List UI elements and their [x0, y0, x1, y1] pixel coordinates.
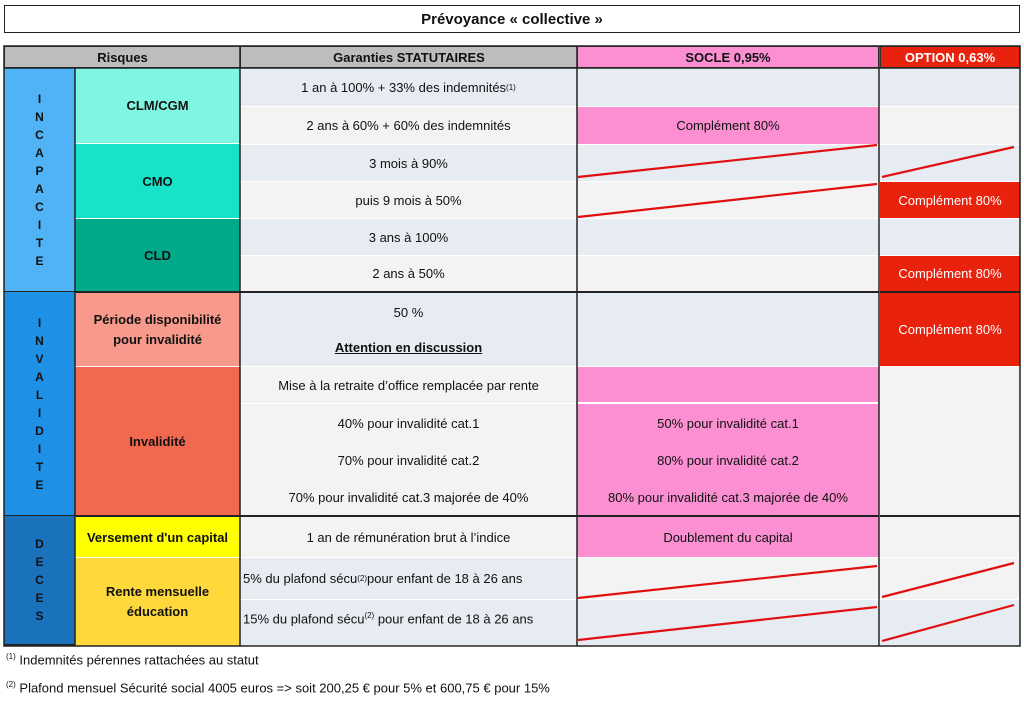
- option-clm-1: [880, 68, 1020, 107]
- risk-cmo: CMO: [75, 144, 240, 219]
- group-letter: P: [35, 163, 44, 178]
- group-letter: I: [37, 315, 42, 330]
- socle-clm-2: Complément 80%: [577, 107, 879, 145]
- socle-clm-1: [577, 68, 879, 107]
- group-letter: S: [35, 609, 44, 623]
- group-letter: C: [35, 127, 44, 142]
- group-letter: V: [35, 351, 44, 366]
- garantie-cld-2: 2 ans à 50%: [240, 256, 577, 293]
- group-letter: N: [35, 333, 44, 348]
- socle-inv-1: [577, 367, 879, 404]
- strike-option-cmo-1: [881, 145, 1015, 179]
- garantie-inv-2: 40% pour invalidité cat.1: [240, 404, 577, 442]
- risk-versement-capital: Versement d'un capital: [75, 517, 240, 558]
- group-letter: D: [35, 537, 44, 551]
- garantie-inv-3: 70% pour invalidité cat.2: [240, 442, 577, 479]
- footnote-2: (2) Plafond mensuel Sécurité social 4005…: [6, 680, 550, 696]
- garantie-cmo-1: 3 mois à 90%: [240, 145, 577, 182]
- risk-invalidite: Invalidité: [75, 367, 240, 517]
- socle-inv-3: 80% pour invalidité cat.2: [577, 442, 879, 479]
- risk-rente-education: Rente mensuelle éducation: [75, 558, 240, 646]
- group-letter: E: [35, 591, 44, 605]
- garantie-deces-1: 1 an de rémunération brut à l’indice: [240, 517, 577, 558]
- group-letter: A: [35, 145, 44, 160]
- socle-inv-2: 50% pour invalidité cat.1: [577, 404, 879, 442]
- group-letter: I: [37, 217, 42, 232]
- group-letter: D: [35, 423, 44, 438]
- strike-socle-deces-2: [577, 564, 878, 600]
- socle-inv-4: 80% pour invalidité cat.3 majorée de 40%: [577, 479, 879, 517]
- risk-cld: CLD: [75, 219, 240, 293]
- strike-option-deces-3: [881, 603, 1015, 643]
- garantie-cmo-2: puis 9 mois à 50%: [240, 182, 577, 219]
- garantie-cld-1: 3 ans à 100%: [240, 219, 577, 256]
- group-letter: I: [37, 405, 42, 420]
- group-letter: C: [35, 199, 44, 214]
- option-cld-1: [880, 219, 1020, 256]
- garantie-deces-2: 5% du plafond sécu(2) pour enfant de 18 …: [240, 558, 577, 600]
- garantie-clm-2: 2 ans à 60% + 60% des indemnités: [240, 107, 577, 145]
- socle-cld-2: [577, 256, 879, 293]
- risk-clm-cgm: CLM/CGM: [75, 68, 240, 144]
- group-letter: E: [35, 253, 44, 268]
- garantie-periode: 50 %Attention en discussion: [240, 293, 577, 367]
- garantie-inv-4: 70% pour invalidité cat.3 majorée de 40%: [240, 479, 577, 517]
- garantie-clm-1: 1 an à 100% + 33% des indemnités(1): [240, 68, 577, 107]
- group-letter: N: [35, 109, 44, 124]
- group-letter: T: [35, 459, 44, 474]
- option-cmo-2: Complément 80%: [880, 182, 1020, 219]
- option-invalidite: [880, 367, 1020, 517]
- strike-socle-cmo-2: [577, 182, 878, 219]
- page-title: Prévoyance « collective »: [4, 5, 1020, 33]
- strike-option-deces-2: [881, 561, 1015, 599]
- group-letter: I: [37, 441, 42, 456]
- group-letter: A: [35, 181, 44, 196]
- option-clm-2: [880, 107, 1020, 145]
- group-letter: L: [35, 387, 44, 402]
- socle-cld-1: [577, 219, 879, 256]
- group-letter: E: [35, 555, 44, 569]
- table-borders: [3, 45, 1021, 647]
- garantie-inv-1: Mise à la retraite d’office remplacée pa…: [240, 367, 577, 404]
- option-deces-1: [880, 517, 1020, 558]
- option-periode: Complément 80%: [880, 293, 1020, 367]
- option-cld-2: Complément 80%: [880, 256, 1020, 293]
- socle-deces-1: Doublement du capital: [577, 517, 879, 558]
- group-letter: T: [35, 235, 44, 250]
- header-option: OPTION 0,63%: [880, 46, 1020, 68]
- strike-socle-cmo-1: [577, 143, 878, 179]
- risk-periode-disponibilite: Période disponibilité pour invalidité: [75, 293, 240, 367]
- footnote-1: (1) Indemnités pérennes rattachées au st…: [6, 652, 259, 668]
- strike-lines: [577, 143, 1015, 643]
- group-letter: A: [35, 369, 44, 384]
- socle-periode: [577, 293, 879, 367]
- group-letter: I: [37, 91, 42, 106]
- strike-socle-deces-3: [577, 605, 878, 642]
- group-letter: E: [35, 477, 44, 492]
- group-letter: C: [35, 573, 44, 587]
